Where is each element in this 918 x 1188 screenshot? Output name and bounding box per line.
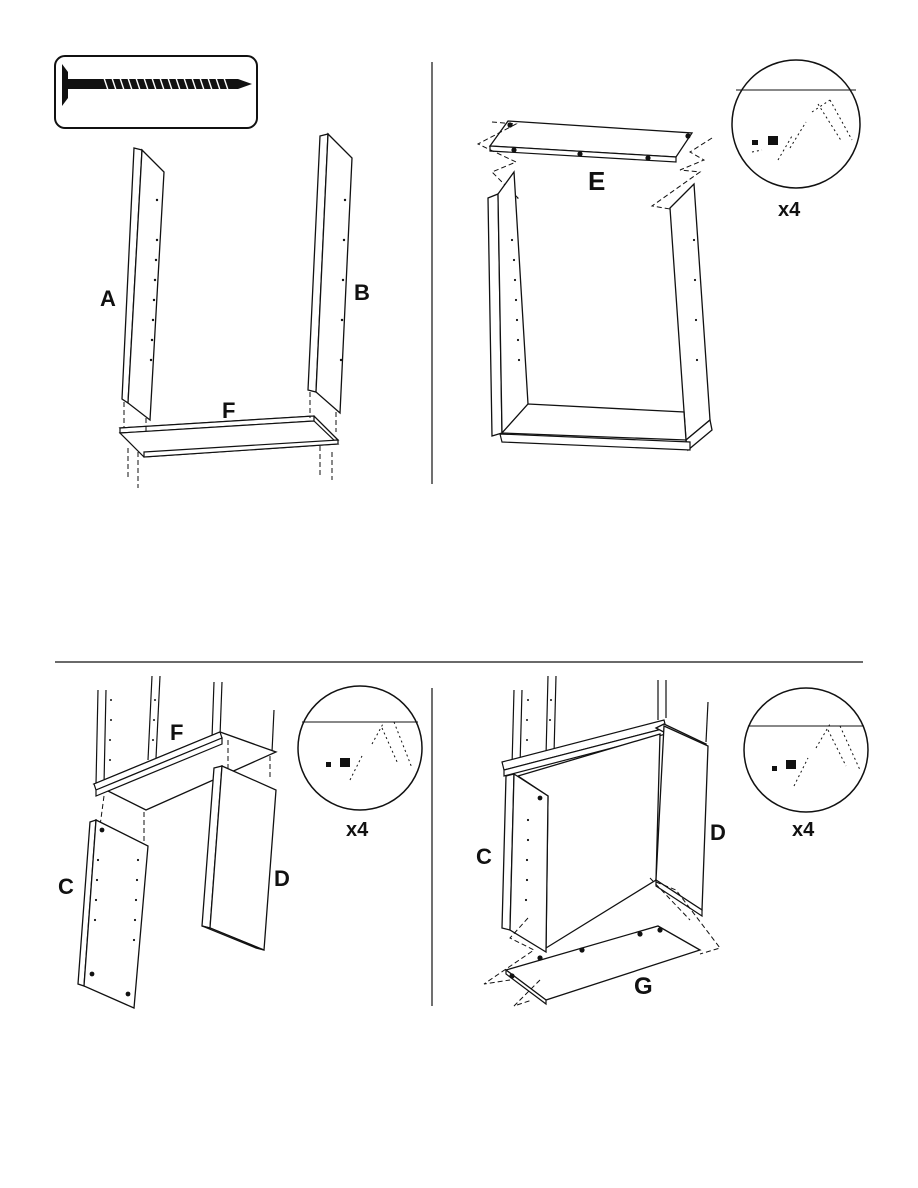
label-e: E — [588, 166, 605, 196]
label-b: B — [354, 280, 370, 305]
cam-lock-detail-icon-step4 — [744, 688, 868, 812]
panel-b — [308, 134, 352, 413]
cam-lock-detail-icon — [732, 60, 860, 188]
qty-label-step2: x4 — [778, 199, 801, 221]
panel-c-step4 — [502, 774, 548, 952]
step2-group: E — [478, 60, 860, 450]
step4-group: C D G — [476, 676, 868, 1006]
label-f: F — [222, 398, 235, 423]
qty-label-step3: x4 — [346, 819, 369, 841]
label-a: A — [100, 286, 116, 311]
panel-c-step3 — [78, 820, 148, 1008]
label-c-step4: C — [476, 844, 492, 869]
panel-d-step3 — [202, 766, 276, 950]
screw-icon — [55, 56, 257, 128]
step1-group: A B F — [55, 56, 370, 488]
panel-d-step4 — [656, 724, 708, 916]
step3-group: F C D — [58, 676, 422, 1008]
panel-a — [122, 148, 164, 420]
carcass — [488, 172, 712, 450]
label-d-step4: D — [710, 820, 726, 845]
label-f-step3: F — [170, 720, 183, 745]
label-g: G — [634, 973, 653, 1000]
panel-e — [490, 121, 692, 162]
cam-lock-detail-icon-step3 — [298, 686, 422, 810]
label-c-step3: C — [58, 874, 74, 899]
label-d-step3: D — [274, 866, 290, 891]
qty-label-step4: x4 — [792, 819, 815, 841]
